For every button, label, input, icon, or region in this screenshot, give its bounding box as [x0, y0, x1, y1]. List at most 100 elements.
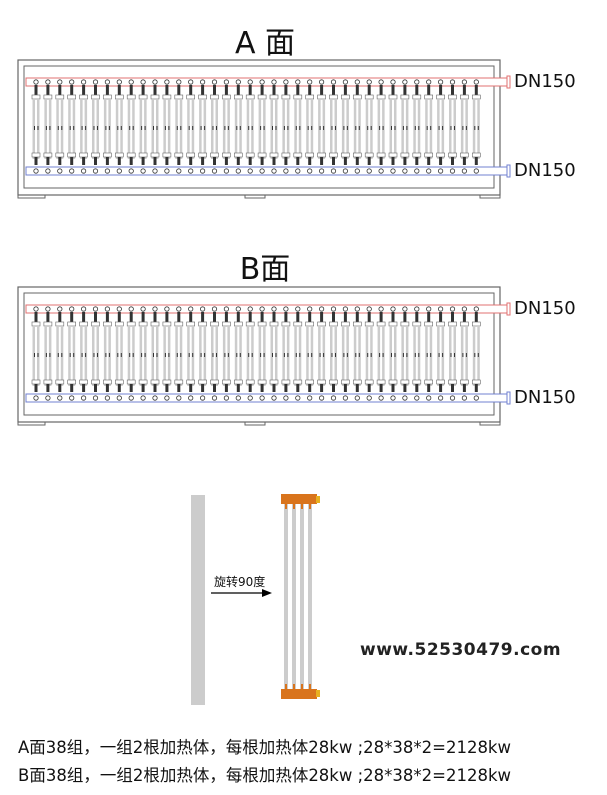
connector-bottom: [296, 384, 300, 392]
connector-bottom: [58, 157, 62, 165]
valve-top: [176, 79, 182, 85]
flow-arrow: [331, 126, 333, 130]
valve-bottom: [211, 168, 218, 174]
heater-tube: [294, 99, 297, 159]
flow-arrow: [248, 353, 250, 357]
valve-bottom: [235, 168, 241, 174]
heater-tube: [175, 326, 178, 386]
header-bottom: [31, 379, 41, 385]
header-bottom: [376, 152, 386, 158]
header-top: [329, 94, 338, 100]
valve-top: [307, 306, 313, 312]
connector-bottom: [320, 157, 324, 165]
header-bottom: [31, 152, 41, 158]
connector-bottom: [403, 157, 407, 165]
heater-tube: [258, 326, 262, 386]
connector-bottom: [379, 157, 383, 165]
valve-top: [200, 79, 206, 85]
heater-tube: [234, 326, 238, 386]
nipple: [293, 684, 295, 689]
heater-tube: [377, 326, 381, 386]
connector-top: [46, 312, 50, 322]
header-bottom: [210, 152, 219, 158]
valve-bottom: [69, 168, 75, 174]
flow-arrow: [391, 126, 392, 130]
heater-tube: [199, 99, 202, 159]
header-bottom: [269, 379, 279, 385]
valve-top: [57, 79, 63, 85]
header-bottom: [376, 379, 386, 385]
header-bottom: [186, 379, 195, 385]
connector-bottom: [260, 384, 264, 392]
header-bottom: [198, 379, 207, 385]
flow-arrow: [275, 353, 277, 357]
header-bottom: [245, 379, 255, 385]
heater-tube: [460, 99, 464, 159]
connector-top: [70, 312, 74, 322]
flow-arrow: [283, 126, 285, 130]
valve-bottom: [390, 395, 396, 401]
connector-bottom: [272, 157, 276, 165]
connector-top: [189, 85, 193, 95]
valve-bottom: [223, 395, 229, 401]
connector-bottom: [343, 157, 347, 165]
connector-top: [391, 85, 395, 95]
flow-arrow: [97, 353, 98, 357]
header-top: [55, 94, 65, 100]
valve-top: [188, 306, 194, 312]
heater-tube: [115, 99, 119, 159]
flow-arrow: [129, 353, 131, 357]
flow-arrow: [81, 353, 83, 357]
flow-arrow: [394, 353, 396, 357]
valve-top: [164, 306, 170, 312]
valve-bottom: [211, 395, 218, 401]
header-bottom: [341, 152, 350, 158]
connector-bottom: [296, 157, 300, 165]
valve-top: [211, 306, 218, 312]
valve-top: [426, 306, 432, 312]
valve-bottom: [307, 168, 313, 174]
valve-bottom: [366, 168, 372, 174]
header-top: [103, 94, 112, 100]
header-bottom: [115, 379, 124, 385]
connector-bottom: [117, 157, 121, 165]
header-bottom: [198, 152, 207, 158]
flow-arrow: [93, 353, 95, 357]
valve-bottom: [271, 168, 277, 174]
valve-bottom: [342, 395, 348, 401]
heater-tube: [330, 99, 333, 159]
valve-bottom: [426, 168, 432, 174]
flow-arrow: [34, 126, 35, 130]
header-top: [43, 94, 53, 100]
flow-arrow: [454, 353, 455, 357]
flow-arrow: [426, 126, 428, 130]
header-bottom-cap: [316, 690, 320, 697]
nipple: [293, 504, 295, 509]
flow-arrow: [236, 126, 238, 130]
flow-arrow: [61, 126, 63, 130]
connector-bottom: [177, 157, 181, 165]
flow-arrow: [227, 126, 229, 130]
heater-tube: [306, 99, 309, 159]
connector-bottom: [82, 157, 86, 165]
header-bottom: [115, 152, 124, 158]
valve-bottom: [57, 168, 63, 174]
valve-top: [283, 79, 289, 85]
connector-bottom: [367, 157, 371, 165]
flow-arrow: [402, 126, 404, 130]
valve-top: [461, 306, 467, 312]
flow-arrow: [263, 126, 265, 130]
valve-bottom: [92, 168, 99, 174]
connector-top: [296, 312, 300, 322]
heater-tube: [187, 99, 190, 159]
heater-tube: [127, 326, 131, 386]
header-top: [210, 321, 219, 327]
header-bottom: [91, 152, 100, 158]
valve-bottom: [33, 168, 39, 174]
hot-pipe-flange: [506, 75, 511, 89]
foot: [244, 194, 266, 199]
heater-tube: [80, 99, 83, 159]
valve-bottom: [330, 395, 337, 401]
valve-bottom: [318, 395, 325, 401]
heater-tube: [246, 99, 250, 159]
